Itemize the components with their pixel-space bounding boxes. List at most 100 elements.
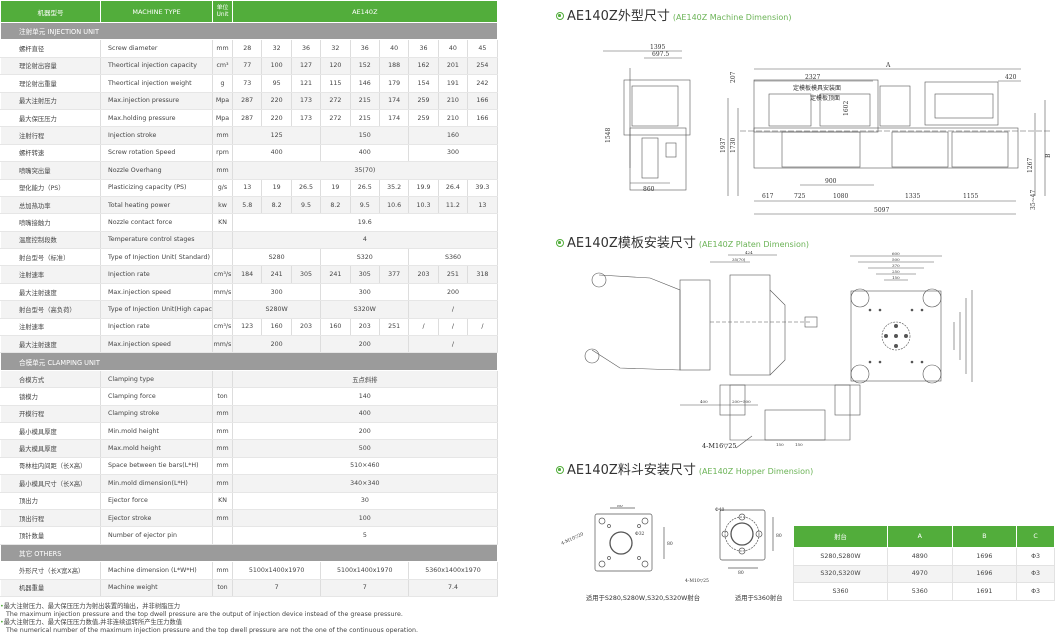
param-value: 19.6 [232,213,498,232]
param-unit [212,230,233,250]
spec-table: 机器型号 MACHINE TYPE 单位 Unit AE140Z 注射单元 IN… [0,0,498,597]
param-unit: mm [212,508,233,528]
dim-phi32: Φ32 [635,531,645,537]
dim-80: 80 [617,505,623,509]
param-value: 400 [231,143,322,163]
footnotes: •最大注射压力、最大保压压力为射出装置的输出，并非树脂压力 The maximu… [0,603,540,635]
param-name-en: Number of ejector pin [100,526,213,545]
hopper-cell: Φ3 [1016,564,1055,583]
hopper-header: 射台 [793,525,888,548]
param-value: 45 [467,39,498,58]
param-value: 220 [261,91,292,110]
param-value: 150 [320,126,410,145]
dim-b: B [1045,153,1052,158]
param-name-en: Clamping type [100,369,213,389]
param-name-cn: 总加热功率 [0,195,101,215]
param-name-en: Clamping stroke [100,404,213,423]
param-value: 39.3 [467,178,498,197]
dim-80: 80 [667,541,673,547]
param-unit [212,369,233,389]
dim-150: 150 [892,275,900,280]
dim-5097: 5097 [874,207,889,214]
dim-35-70: 35(70) [732,257,746,262]
param-value: 162 [408,56,439,76]
section-header: 其它 OTHERS [0,543,498,563]
param-value: 73 [231,74,263,93]
param-value: S360 [408,248,498,267]
param-value: 100 [261,56,292,76]
param-name-en: Theortical injection weight [100,74,213,93]
param-unit: cm³ [212,56,233,76]
bolt-spec: 4-M16▽25 [702,442,737,450]
param-name-en: Injection rate [100,317,213,337]
section-title: 注射单元 INJECTION UNIT [0,21,498,41]
param-name-cn: 理论射出重量 [0,74,101,93]
param-value: 5.8 [231,195,263,215]
param-value: 40 [378,39,410,58]
param-name-en: Injection rate [100,265,213,284]
bolt-spec: 4-M10▽25 [685,578,709,584]
param-value: 140 [232,387,498,406]
note-2-en: The numerical number of the maximum inje… [6,627,418,634]
param-value: 259 [408,108,439,128]
param-name-en: Type of Injection Unit( Standard) [100,248,213,267]
param-value: 32 [261,39,292,58]
spec-header-row: 机器型号 MACHINE TYPE 单位 Unit AE140Z [0,0,498,23]
platen-dimension-title: AE140Z模板安装尺寸 (AE140Z Platen Dimension) [556,232,809,251]
param-unit: ton [212,387,233,406]
param-name-cn: 最小模具厚度 [0,421,101,441]
param-value: 28 [231,39,263,58]
header-unit: 单位 Unit [212,0,233,23]
dim-1937: 1937 [720,138,727,153]
param-value: 7 [231,578,322,597]
param-value: 123 [231,317,263,337]
param-value: 8.2 [320,195,351,215]
platen-dimension-drawing: 424 35(70) 400 200~500 600 500 370 250 1… [584,250,973,450]
param-unit [212,300,233,319]
param-value: 40 [437,39,469,58]
hopper-cell: S320,S320W [793,564,888,583]
param-value: 210 [437,91,469,110]
param-value: 305 [349,265,380,284]
param-value: / [437,317,469,337]
param-value: 35(70) [232,161,498,180]
param-name-en: Total heating power [100,195,213,215]
param-name-cn: 最小模具尺寸（长X高） [0,474,101,493]
hopper-cell: 5360 [886,582,953,601]
param-unit: mm [212,456,233,476]
param-unit: g/s [212,178,233,197]
param-value: 125 [231,126,322,145]
param-value: 242 [467,74,498,93]
param-name-cn: 温度控制段数 [0,230,101,250]
param-value: 254 [467,56,498,76]
param-value: 241 [320,265,351,284]
dim-207: 207 [730,71,737,83]
dim-697-5: 697.5 [652,51,669,58]
param-value: 7.4 [408,578,498,597]
param-value: 5360x1400x1970 [408,561,498,580]
param-value: 9.5 [290,195,322,215]
title-cn: AE140Z模板安装尺寸 [567,236,696,251]
param-name-en: Screw rotation Speed [100,143,213,163]
param-unit: rpm [212,143,233,163]
param-name-en: Min.mold height [100,421,213,441]
dim-1267: 1267 [1027,158,1034,173]
param-value: 220 [261,108,292,128]
param-unit: g [212,74,233,93]
param-value: 19.9 [408,178,439,197]
param-name-cn: 理论射出容量 [0,56,101,76]
dim-600: 600 [892,251,900,256]
param-value: 200 [408,282,498,302]
param-value: 174 [378,108,410,128]
param-value: 19 [261,178,292,197]
